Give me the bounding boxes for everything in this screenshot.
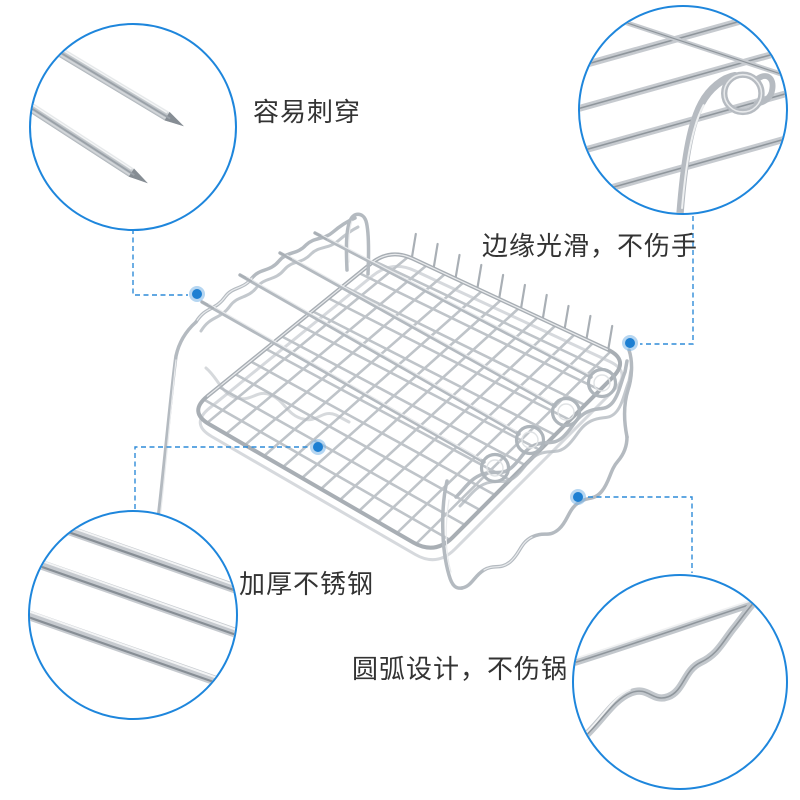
indicator-dot <box>310 439 326 455</box>
rack-legs <box>441 348 634 590</box>
skewer <box>200 300 511 484</box>
skewers <box>200 231 618 484</box>
skewer <box>278 251 582 428</box>
callout-label-steel: 加厚不锈钢 <box>239 569 375 599</box>
skewer-ring <box>479 452 511 484</box>
callout-label-edge: 边缘光滑，不伤手 <box>482 231 699 261</box>
skewer-ring <box>514 424 546 456</box>
needle <box>31 81 148 184</box>
callout-circle-arc <box>572 574 788 790</box>
needle-tips-detail-icon <box>31 27 184 184</box>
connector-line <box>134 446 308 509</box>
callout-label-pierce: 容易刺穿 <box>253 97 362 127</box>
callout-circle-steel <box>28 510 238 720</box>
indicator-dots <box>189 286 638 505</box>
edge-hook-wire <box>676 71 776 213</box>
skewer <box>238 273 546 456</box>
callout-circle-pierce <box>29 23 237 231</box>
smooth-edge-detail-icon <box>580 7 786 213</box>
skewer-ring <box>586 367 618 399</box>
indicator-dot <box>622 335 638 351</box>
skewer-ring <box>550 396 582 428</box>
wavy-wire-detail-icon <box>574 588 786 747</box>
steel-wires <box>30 512 236 694</box>
wavy-wire <box>574 593 763 747</box>
rack-mesh <box>201 255 617 546</box>
connector-line <box>132 229 188 296</box>
lower-left-wavy-rail <box>204 366 351 424</box>
skewer <box>313 231 618 399</box>
connector-line <box>588 496 693 573</box>
left-support-rail <box>194 216 360 333</box>
callout-circle-edge <box>578 5 788 215</box>
handle-loop <box>344 212 371 276</box>
connector-line <box>640 216 694 345</box>
indicator-dot <box>570 489 586 505</box>
indicator-dot <box>189 286 205 302</box>
thick-wires-detail-icon <box>30 512 236 694</box>
rack-edge-wires <box>410 232 614 351</box>
connector-lines <box>132 216 694 573</box>
callout-label-arc: 圆弧设计，不伤锅 <box>352 654 569 684</box>
